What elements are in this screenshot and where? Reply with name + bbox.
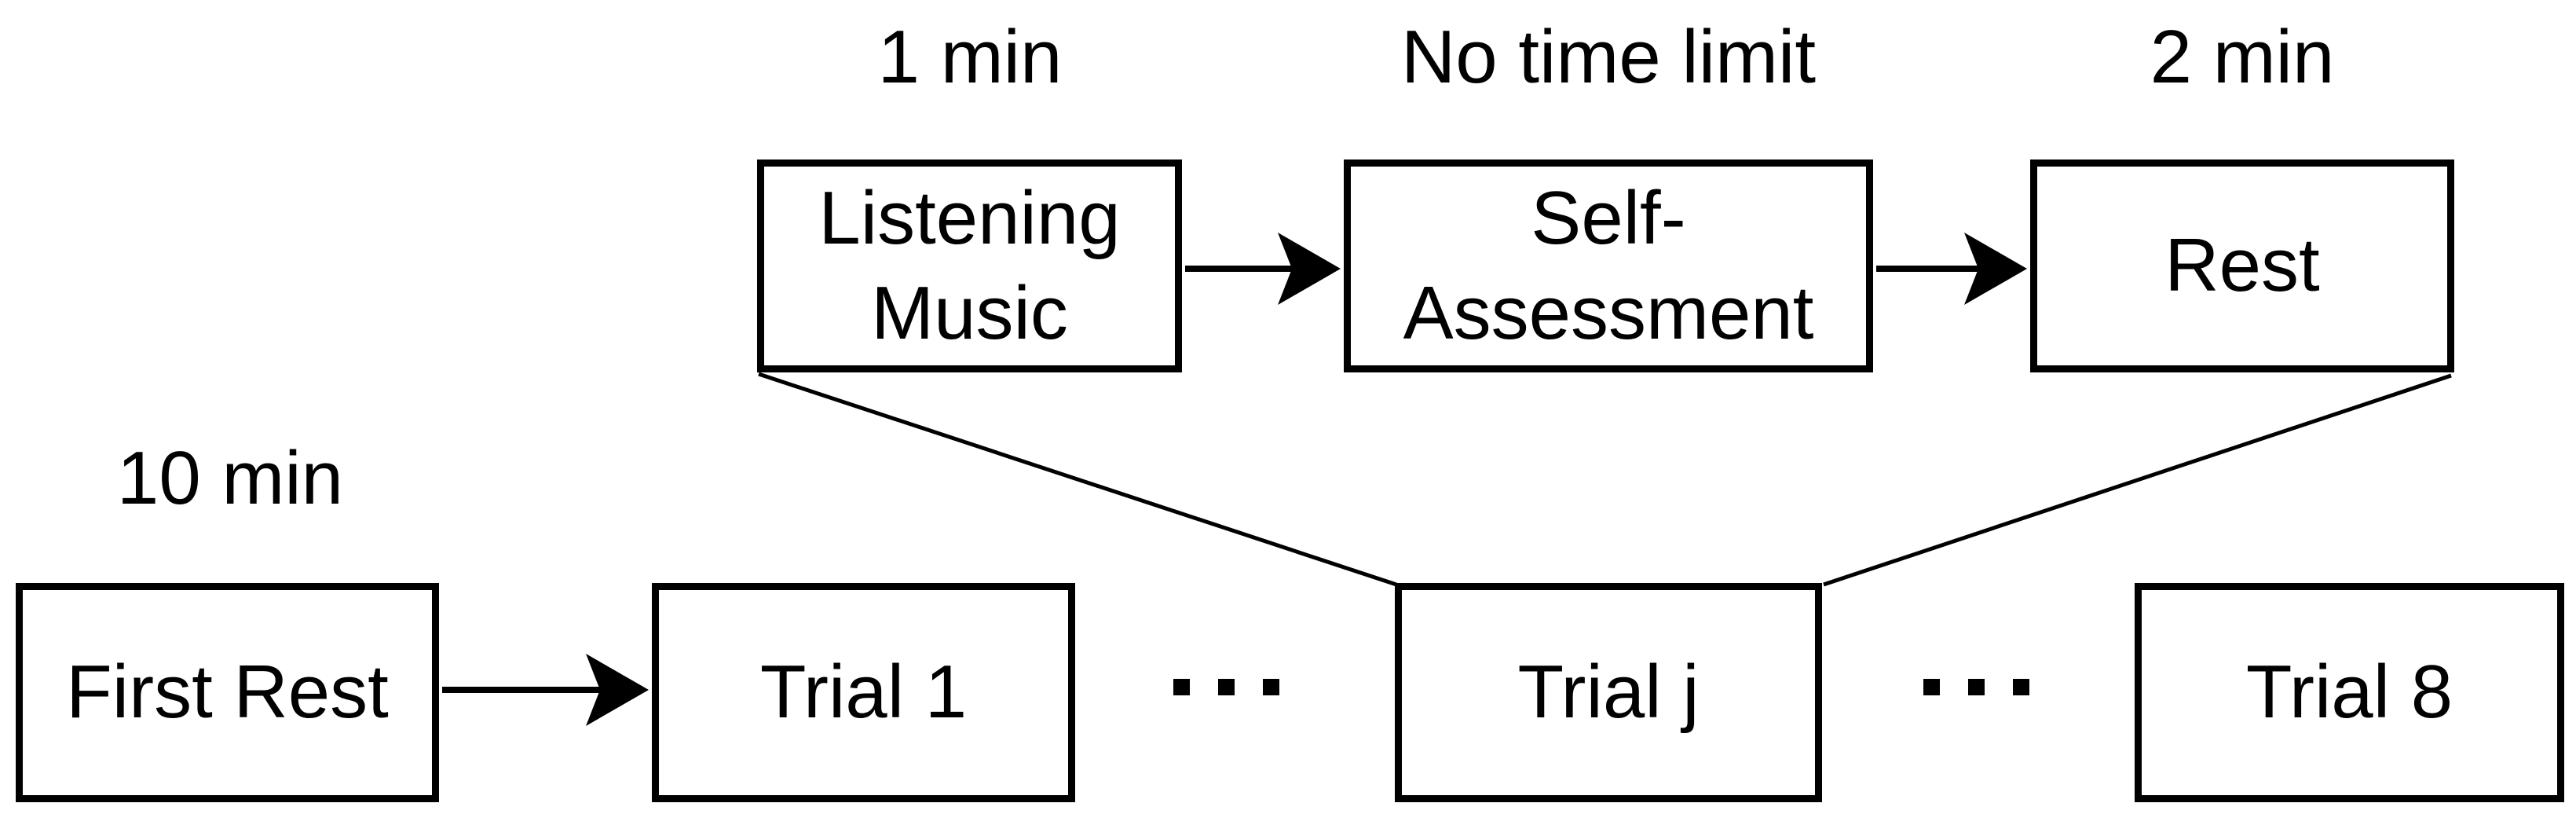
- expansion-line-right: [1823, 373, 2452, 587]
- box-trial-8: Trial 8: [2135, 583, 2564, 802]
- ellipsis-dot: [1923, 679, 1940, 695]
- arrowhead-icon: [586, 654, 649, 726]
- box-self-assessment: Self- Assessment: [1344, 160, 1873, 372]
- ellipsis-icon: [1923, 679, 2029, 695]
- duration-label-rest: 2 min: [2150, 15, 2335, 99]
- box-listening-music: Listening Music: [757, 160, 1182, 372]
- ellipsis-dot: [1263, 679, 1279, 695]
- flow-arrow-firstrest-to-trial1: [442, 654, 649, 726]
- ellipsis-dot: [2013, 679, 2029, 695]
- arrowhead-icon: [1278, 233, 1341, 305]
- duration-label-first-rest: 10 min: [116, 436, 344, 520]
- ellipsis-icon: [1173, 679, 1279, 695]
- box-first-rest: First Rest: [16, 583, 439, 802]
- box-trial-1: Trial 1: [652, 583, 1075, 802]
- flow-arrow-self-to-rest: [1876, 233, 2027, 305]
- duration-label-listening-music: 1 min: [877, 15, 1063, 99]
- ellipsis-dot: [1968, 679, 1985, 695]
- duration-label-self-assessment: No time limit: [1400, 15, 1817, 99]
- flow-arrow-listening-to-self: [1185, 233, 1341, 305]
- ellipsis-dot: [1173, 679, 1190, 695]
- arrowhead-icon: [1964, 233, 2027, 305]
- box-trial-j: Trial j: [1395, 583, 1822, 802]
- expansion-line-left: [758, 372, 1397, 587]
- box-rest: Rest: [2030, 160, 2454, 372]
- ellipsis-dot: [1218, 679, 1235, 695]
